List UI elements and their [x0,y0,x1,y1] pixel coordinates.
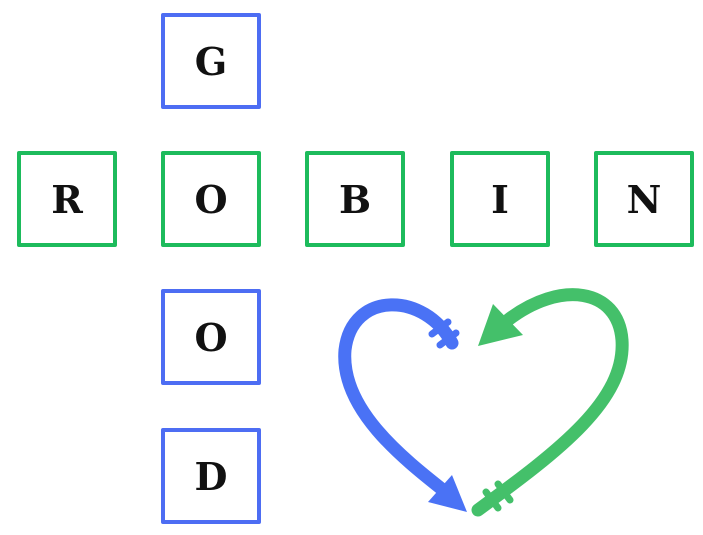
letter-tile-o: O [161,151,261,247]
letter: O [194,176,228,222]
letter-tile-d: D [161,428,261,524]
letter-tile-i: I [450,151,550,247]
letter: B [338,176,372,222]
letter: O [194,314,228,360]
letter: R [51,176,83,222]
green-arrow-icon [471,288,629,517]
letter: D [194,453,228,499]
letter-tile-o2: O [161,289,261,385]
letter: N [626,176,662,222]
letter: I [491,176,509,222]
blue-arrow-icon [338,298,467,512]
letter-tile-r: R [17,151,117,247]
letter-tile-b: B [305,151,405,247]
letter: G [194,38,228,84]
letter-tile-g: G [161,13,261,109]
letter-tile-n: N [594,151,694,247]
